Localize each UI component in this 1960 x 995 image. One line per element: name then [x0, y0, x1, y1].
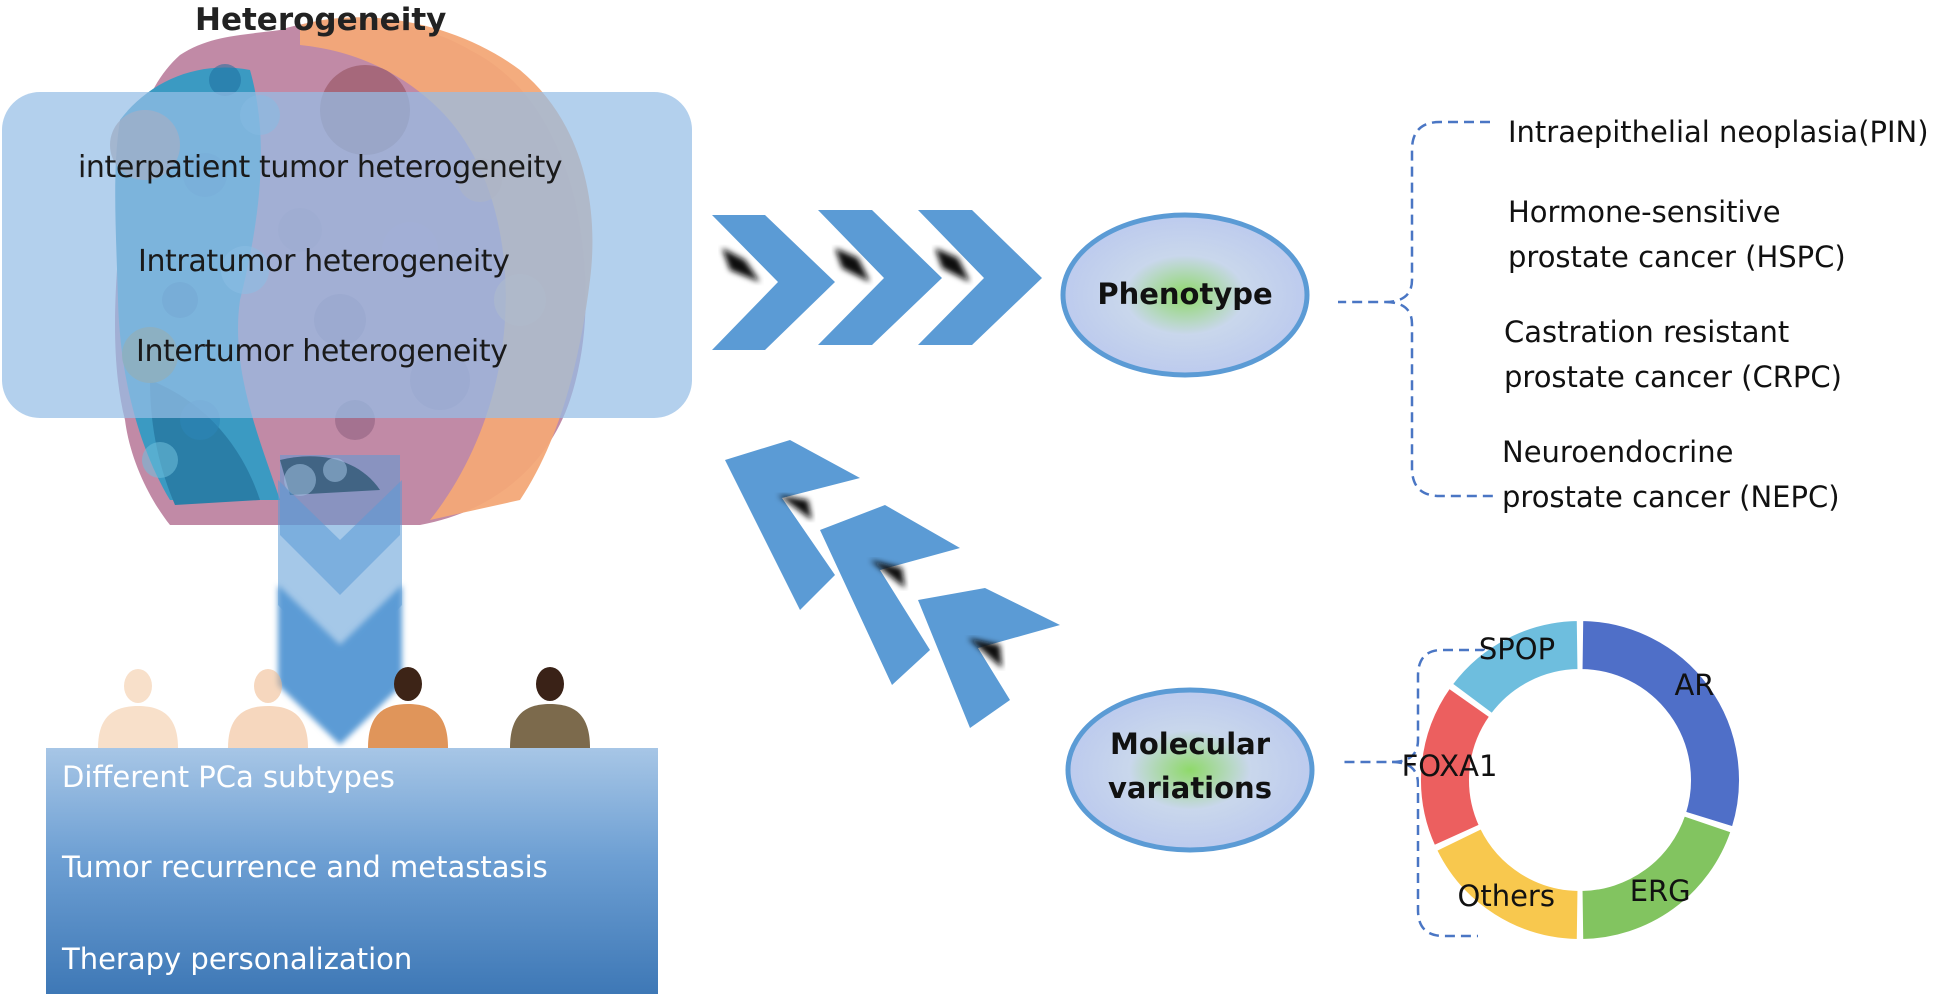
- molecular-label: Molecular variations: [1070, 722, 1310, 810]
- donut-slice-others: [1435, 827, 1580, 941]
- donut-label-spop: SPOP: [1478, 632, 1556, 667]
- heterogeneity-type-label: interpatient tumor heterogeneity: [78, 150, 563, 185]
- phenotype-item-line: Neuroendocrine: [1502, 435, 1734, 469]
- phenotype-item-line: Intraepithelial neoplasia(PIN): [1508, 115, 1929, 149]
- molecular-bracket: [1340, 648, 1485, 938]
- donut-slice-ar: [1580, 619, 1741, 829]
- phenotype-bracket: [1338, 120, 1495, 498]
- phenotype-node: [1060, 212, 1310, 378]
- heterogeneity-type-label: Intratumor heterogeneity: [138, 244, 510, 279]
- people-silhouettes: [98, 667, 590, 748]
- phenotype-item-line: prostate cancer (CRPC): [1504, 360, 1842, 394]
- heterogeneity-type-label: Intertumor heterogeneity: [136, 334, 508, 369]
- phenotype-item: Hormone-sensitive prostate cancer (HSPC): [1508, 190, 1846, 280]
- up-left-chevrons: [725, 440, 1060, 728]
- donut-label-ar: AR: [1674, 668, 1715, 703]
- outcome-label: Different PCa subtypes: [62, 760, 395, 794]
- outcome-label: Tumor recurrence and metastasis: [62, 850, 548, 884]
- right-chevrons: [712, 210, 1042, 350]
- phenotype-item-line: Hormone-sensitive: [1508, 195, 1781, 229]
- down-chevrons: [278, 455, 402, 745]
- donut-slice-foxa1: [1419, 686, 1492, 848]
- donut-chart: [1419, 619, 1741, 941]
- diagram-title: Heterogeneity: [195, 2, 447, 38]
- phenotype-item-line: Castration resistant: [1504, 315, 1790, 349]
- phenotype-label: Phenotype: [1097, 277, 1273, 311]
- molecular-label-line: Molecular: [1109, 727, 1271, 761]
- donut-label-others: Others: [1457, 879, 1555, 914]
- donut-slice-erg: [1580, 814, 1733, 941]
- molecular-node: [1065, 687, 1315, 853]
- phenotype-item: Castration resistant prostate cancer (CR…: [1504, 310, 1842, 400]
- donut-slice-spop: [1450, 619, 1580, 716]
- heterogeneity-panel: [2, 92, 692, 418]
- phenotype-item: Neuroendocrine prostate cancer (NEPC): [1502, 430, 1840, 520]
- outcome-label: Therapy personalization: [62, 942, 413, 976]
- outcomes-box: [46, 748, 658, 994]
- phenotype-item-line: prostate cancer (HSPC): [1508, 240, 1846, 274]
- phenotype-item: Intraepithelial neoplasia(PIN): [1508, 110, 1929, 155]
- molecular-label-line: variations: [1108, 771, 1272, 805]
- phenotype-item-line: prostate cancer (NEPC): [1502, 480, 1840, 514]
- donut-label-erg: ERG: [1629, 874, 1691, 909]
- donut-label-foxa1: FOXA1: [1401, 748, 1498, 783]
